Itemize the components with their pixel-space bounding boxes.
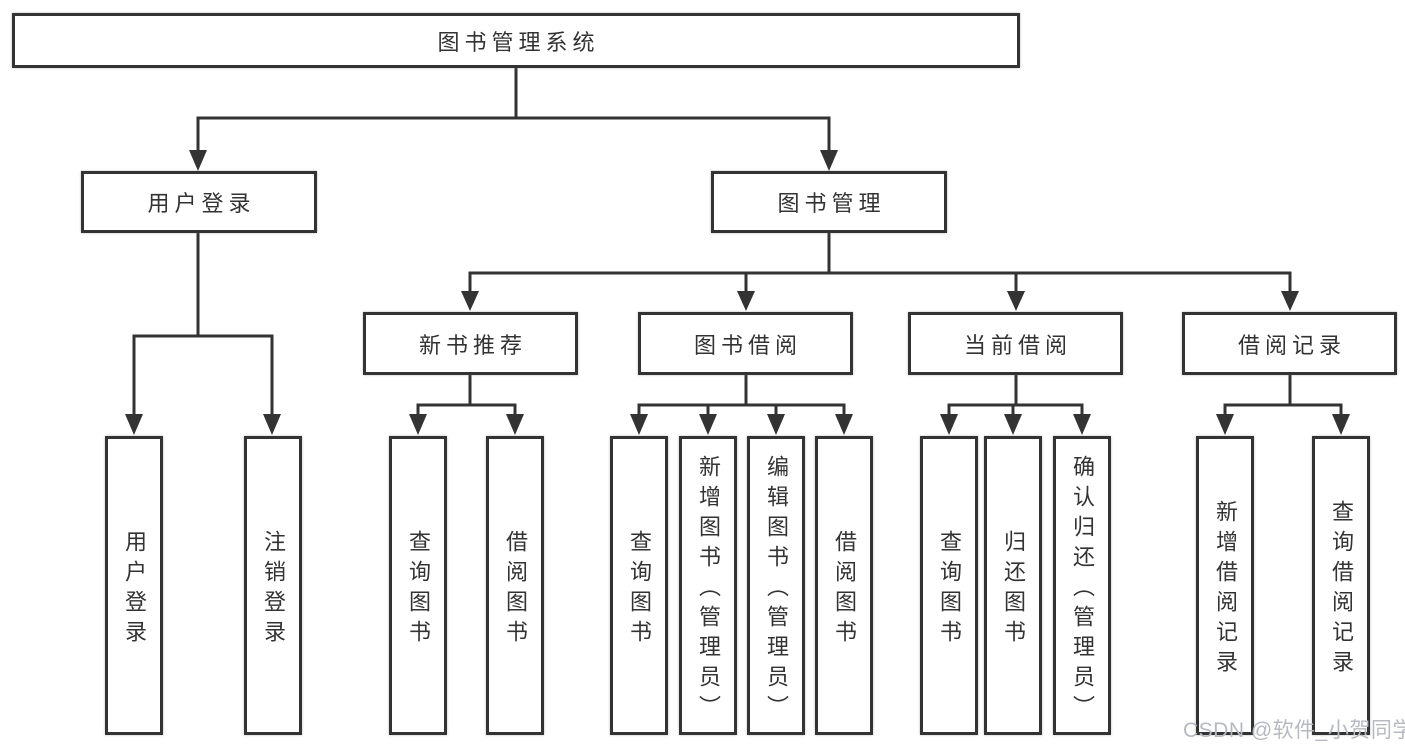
leaf-add-book-admin: 新增图书（管理员） [679, 436, 737, 735]
node-label: 用户登录 [122, 529, 147, 650]
watermark-text: CSDN @软件_小贺同学 [1183, 719, 1405, 742]
leaf-query-books-current: 查询图书 [920, 436, 978, 735]
node-label: 查询图书 [627, 529, 652, 650]
node-label: 图书借阅 [693, 332, 802, 358]
node-label: 用户登录 [147, 191, 256, 216]
node-label: 确认归还（管理员） [1070, 454, 1095, 725]
node-label: 归还图书 [1001, 529, 1026, 650]
node-label: 新增借阅记录 [1213, 499, 1238, 680]
leaf-borrow-books-recommend: 借阅图书 [486, 436, 544, 735]
node-label: 编辑图书（管理员） [764, 454, 789, 725]
node-book-borrowing: 图书借阅 [638, 312, 853, 375]
node-label: 新增图书（管理员） [696, 454, 721, 725]
leaf-edit-book-admin: 编辑图书（管理员） [747, 436, 805, 735]
node-label: 图书管理 [777, 191, 886, 216]
node-label: 查询图书 [937, 529, 962, 650]
node-label: 当前借阅 [963, 332, 1072, 358]
node-borrowing-records: 借阅记录 [1182, 312, 1397, 375]
node-current-borrowing: 当前借阅 [908, 312, 1123, 375]
node-new-book-recommendation: 新书推荐 [363, 312, 578, 375]
leaf-query-borrow-record: 查询借阅记录 [1312, 436, 1370, 735]
node-book-management: 图书管理 [711, 171, 947, 233]
leaf-return-books: 归还图书 [984, 436, 1042, 735]
node-label: 注销登录 [261, 529, 286, 650]
node-label: 借阅记录 [1237, 332, 1346, 358]
node-label: 查询图书 [406, 529, 431, 650]
leaf-confirm-return-admin: 确认归还（管理员） [1053, 436, 1111, 735]
leaf-borrow-books: 借阅图书 [815, 436, 873, 735]
node-label: 新书推荐 [418, 332, 527, 358]
node-library-management-system: 图书管理系统 [12, 13, 1020, 68]
leaf-add-borrow-record: 新增借阅记录 [1196, 436, 1254, 735]
leaf-logout: 注销登录 [244, 436, 302, 735]
node-user-login: 用户登录 [81, 171, 317, 233]
node-label: 借阅图书 [503, 529, 528, 650]
leaf-user-login: 用户登录 [105, 436, 163, 735]
node-label: 借阅图书 [832, 529, 857, 650]
leaf-query-books-recommend: 查询图书 [389, 436, 447, 735]
node-label: 查询借阅记录 [1329, 499, 1354, 680]
node-label: 图书管理系统 [437, 29, 600, 55]
leaf-query-books-borrow: 查询图书 [610, 436, 668, 735]
